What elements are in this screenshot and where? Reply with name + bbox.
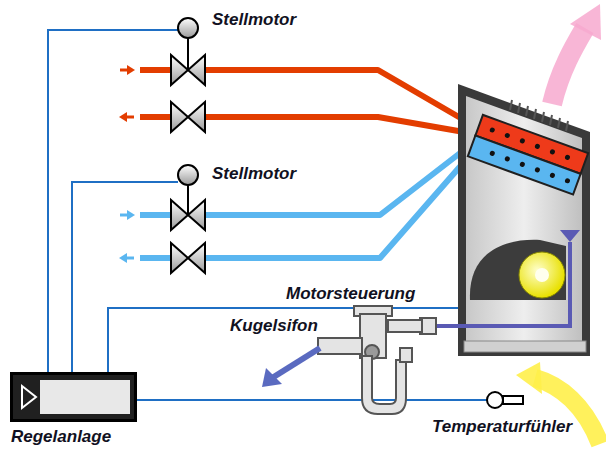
warm-air-arrow <box>552 4 601 104</box>
motor-control-label: Motorsteuerung <box>286 284 415 304</box>
ball-siphon <box>318 306 436 414</box>
sensor-label: Temperaturfühler <box>432 417 572 437</box>
valves <box>171 18 205 273</box>
controller-symbol <box>12 374 135 420</box>
temperature-sensor <box>487 392 523 408</box>
siphon-label: Kugelsifon <box>230 316 318 336</box>
fan-coil-unit <box>430 84 590 356</box>
node-title: Regelanlage <box>11 427 111 447</box>
pipe-flow-arrows <box>119 65 135 263</box>
cold-water-pipes <box>140 150 464 258</box>
controller-box: Regelanlage <box>10 372 137 422</box>
control-wires <box>48 30 487 400</box>
hot-water-pipes <box>140 70 464 132</box>
drain-arrow <box>262 348 320 387</box>
actuator-label: Stellmotor <box>212 10 296 30</box>
actuator-label: Stellmotor <box>212 164 296 184</box>
